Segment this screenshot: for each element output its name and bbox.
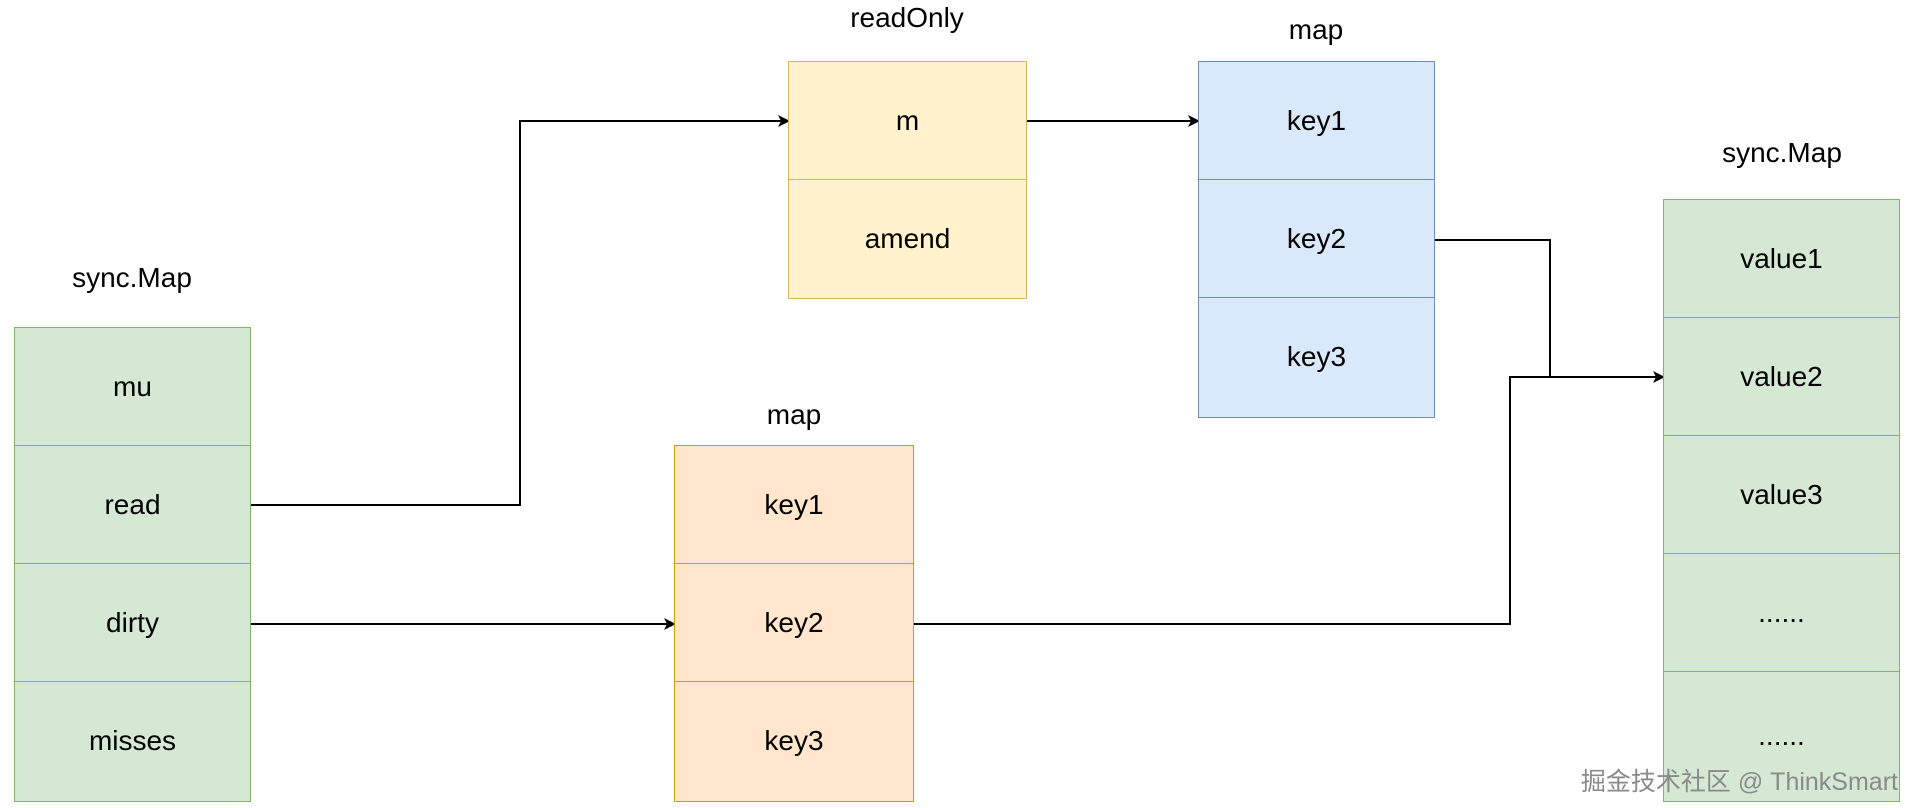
map-bottom-title: map	[766, 399, 822, 430]
map-top-key3: key3	[1286, 341, 1347, 372]
syncmap-right-struct: value1 value2 value3 ...... ......	[1663, 199, 1900, 802]
map-bottom-key2: key2	[675, 564, 913, 682]
syncmap-left-title: sync.Map	[72, 262, 192, 293]
map-top-title: map	[1288, 14, 1344, 45]
field-dirty: dirty	[15, 564, 250, 682]
field-read: read	[15, 446, 250, 564]
field-mu: mu	[15, 328, 250, 446]
readonly-title: readOnly	[850, 2, 964, 33]
value-2: value2	[1664, 318, 1899, 436]
arrow-bottom-key2-to-value2	[914, 371, 1665, 625]
map-top-key1: key1	[1199, 62, 1434, 180]
value-3: value3	[1664, 436, 1899, 554]
map-top-struct: key1 key2 key3	[1198, 61, 1435, 418]
syncmap-left-struct: mu read dirty misses	[14, 327, 251, 802]
value-ellipsis-1: ......	[1664, 554, 1899, 672]
map-bottom-key1: key1	[675, 446, 913, 564]
arrow-top-key2-to-value2	[1435, 239, 1551, 377]
value-ellipsis-2: ......	[1758, 720, 1805, 751]
field-amend: amend	[864, 222, 951, 254]
map-bottom-struct: key1 key2 key3	[674, 445, 914, 802]
syncmap-right-title: sync.Map	[1722, 137, 1842, 168]
field-misses: misses	[88, 725, 177, 756]
value-1: value1	[1664, 200, 1899, 318]
map-bottom-key3: key3	[764, 725, 824, 756]
field-m: m	[789, 62, 1026, 180]
map-top-key2: key2	[1199, 180, 1434, 298]
readonly-struct: m amend	[788, 61, 1027, 299]
arrow-read-to-readonly	[251, 115, 790, 506]
watermark-text: 掘金技术社区 @ ThinkSmart	[1580, 768, 1898, 796]
